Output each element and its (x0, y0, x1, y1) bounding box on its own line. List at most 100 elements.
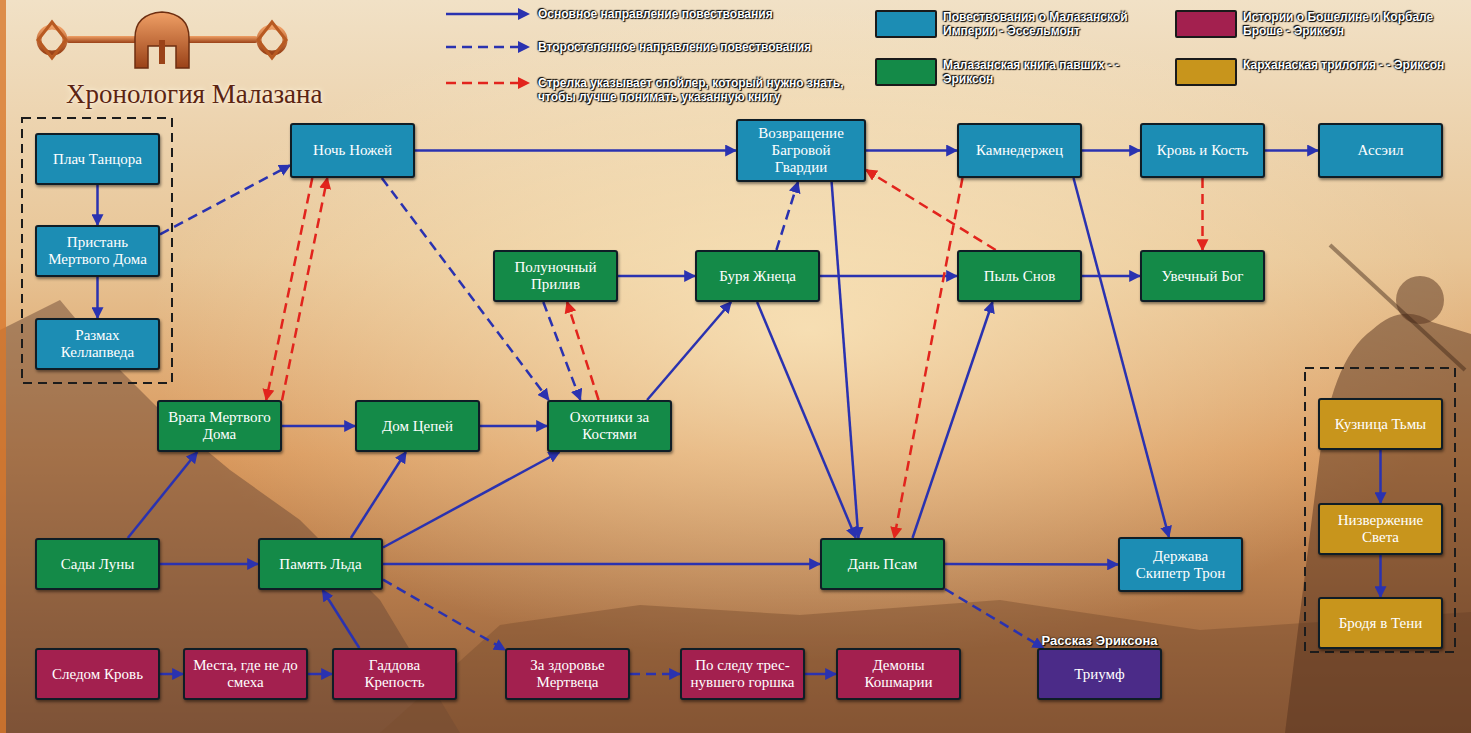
book-title: Бродя в Тени (1339, 615, 1423, 632)
main-arrow (160, 563, 258, 566)
book-title: Места, где не до смеха (191, 657, 300, 691)
main-arrow (945, 563, 1118, 566)
spoiler-arrow (866, 170, 996, 250)
legend-text: Основное направление повествования (538, 7, 868, 21)
book-box: Сады Луны (35, 538, 160, 590)
main-arrow (323, 590, 360, 648)
book-box: Низвержение Света (1318, 503, 1443, 555)
legend-text: Второстепенное направление повествования (538, 40, 868, 54)
book-box: Дань Псам (820, 538, 945, 590)
main-arrow (96, 185, 99, 225)
book-box: Ночь Ножей (290, 123, 415, 178)
book-title: Пыль Снов (984, 268, 1056, 285)
secondary-arrow (945, 589, 1043, 648)
book-box: Гаддова Крепость (332, 648, 457, 700)
main-arrow (415, 149, 736, 152)
book-title: Дом Цепей (382, 418, 453, 435)
main-arrow (832, 182, 859, 538)
main-arrow (805, 673, 836, 676)
book-title: Камнедержец (976, 142, 1063, 159)
book-title: Кузница Тьмы (1335, 416, 1426, 433)
main-arrow (618, 275, 695, 278)
book-box: Ассэил (1318, 123, 1443, 178)
main-arrow (1082, 275, 1140, 278)
spoiler-arrow (1201, 178, 1204, 250)
box-heading: Рассказ Эриксона (1042, 634, 1158, 648)
book-box: Возвращение Багровой Гвардии (736, 119, 866, 182)
main-arrow (1082, 149, 1140, 152)
main-arrow (308, 673, 332, 676)
book-box: За здоровье Мертвеца (505, 648, 630, 700)
legend-text: Малазанская книга павших - - Эриксон (943, 58, 1158, 87)
book-box: Буря Жнеца (695, 250, 820, 302)
main-arrow (1379, 555, 1382, 597)
spoiler-arrow (567, 302, 599, 400)
book-title: Память Льда (279, 556, 361, 573)
legend-swatch (1175, 58, 1237, 86)
legend-swatch (1175, 10, 1237, 38)
main-arrow (1074, 178, 1169, 537)
book-title: Полуночный Прилив (501, 259, 610, 293)
main-arrow (757, 302, 856, 538)
main-arrow (1265, 149, 1318, 152)
legend-text: Карханаская трилогия - - Эриксон (1243, 58, 1458, 72)
book-box: Плач Танцора (35, 133, 160, 185)
book-box: Дом Цепей (355, 400, 480, 452)
book-title: Гаддова Крепость (340, 657, 449, 691)
main-arrow (383, 452, 559, 548)
book-box: Полуночный Прилив (493, 250, 618, 302)
book-title: Ассэил (1358, 142, 1404, 159)
book-box: Камнедержец (957, 123, 1082, 178)
main-arrow (647, 302, 731, 400)
book-box: Увечный Бог (1140, 250, 1265, 302)
main-arrow (480, 425, 547, 428)
book-title: По следу трес- нувшего горшка (688, 657, 797, 691)
book-title: Пристань Мертвого Дома (43, 234, 152, 268)
book-box: Демоны Кошмарии (836, 648, 961, 700)
legend-line-sample (440, 6, 535, 22)
book-title: Ночь Ножей (313, 142, 392, 159)
main-arrow (913, 302, 993, 538)
book-title: Размах Келлапведа (43, 327, 152, 361)
book-box: Охотники за Костями (547, 400, 672, 452)
legend-swatch (875, 10, 937, 38)
legend-text: Стрелка указывает спойлер, который нужно… (538, 76, 868, 105)
secondary-arrow (160, 165, 290, 234)
book-box: Бродя в Тени (1318, 597, 1443, 649)
secondary-arrow (630, 673, 680, 676)
spoiler-arrow (282, 178, 327, 400)
legend-swatch (875, 58, 937, 86)
book-box: Память Льда (258, 538, 383, 590)
book-title: Демоны Кошмарии (844, 657, 953, 691)
book-title: Кровь и Кость (1157, 142, 1249, 159)
legend-line-sample (440, 75, 535, 91)
main-arrow (96, 277, 99, 318)
book-box: Размах Келлапведа (35, 318, 160, 370)
book-title: Врата Мертвого Дома (165, 409, 274, 443)
book-title: Дань Псам (848, 556, 917, 573)
book-box: Врата Мертвого Дома (157, 400, 282, 452)
main-arrow (383, 563, 820, 566)
book-box: Следом Кровь (35, 648, 160, 700)
book-title: Держава Скипетр Трон (1126, 548, 1235, 582)
book-title: Низвержение Света (1326, 512, 1435, 546)
diagram-title: Хронология Малазана (66, 80, 323, 110)
book-box: Кровь и Кость (1140, 123, 1265, 178)
main-arrow (282, 425, 355, 428)
book-title: Буря Жнеца (719, 268, 796, 285)
book-box: По следу трес- нувшего горшка (680, 648, 805, 700)
legend-line-sample (440, 39, 535, 55)
main-arrow (1379, 450, 1382, 503)
legend-text: Истории о Бошелине и Корбале Броше - Эри… (1243, 10, 1458, 39)
book-box: Кузница Тьмы (1318, 398, 1443, 450)
book-title: Охотники за Костями (555, 409, 664, 443)
main-arrow (866, 149, 957, 152)
book-title: За здоровье Мертвеца (513, 657, 622, 691)
book-title: Увечный Бог (1162, 268, 1244, 285)
book-title: Возвращение Багровой Гвардии (744, 125, 858, 176)
secondary-arrow (776, 182, 798, 250)
book-title: Следом Кровь (52, 666, 143, 683)
